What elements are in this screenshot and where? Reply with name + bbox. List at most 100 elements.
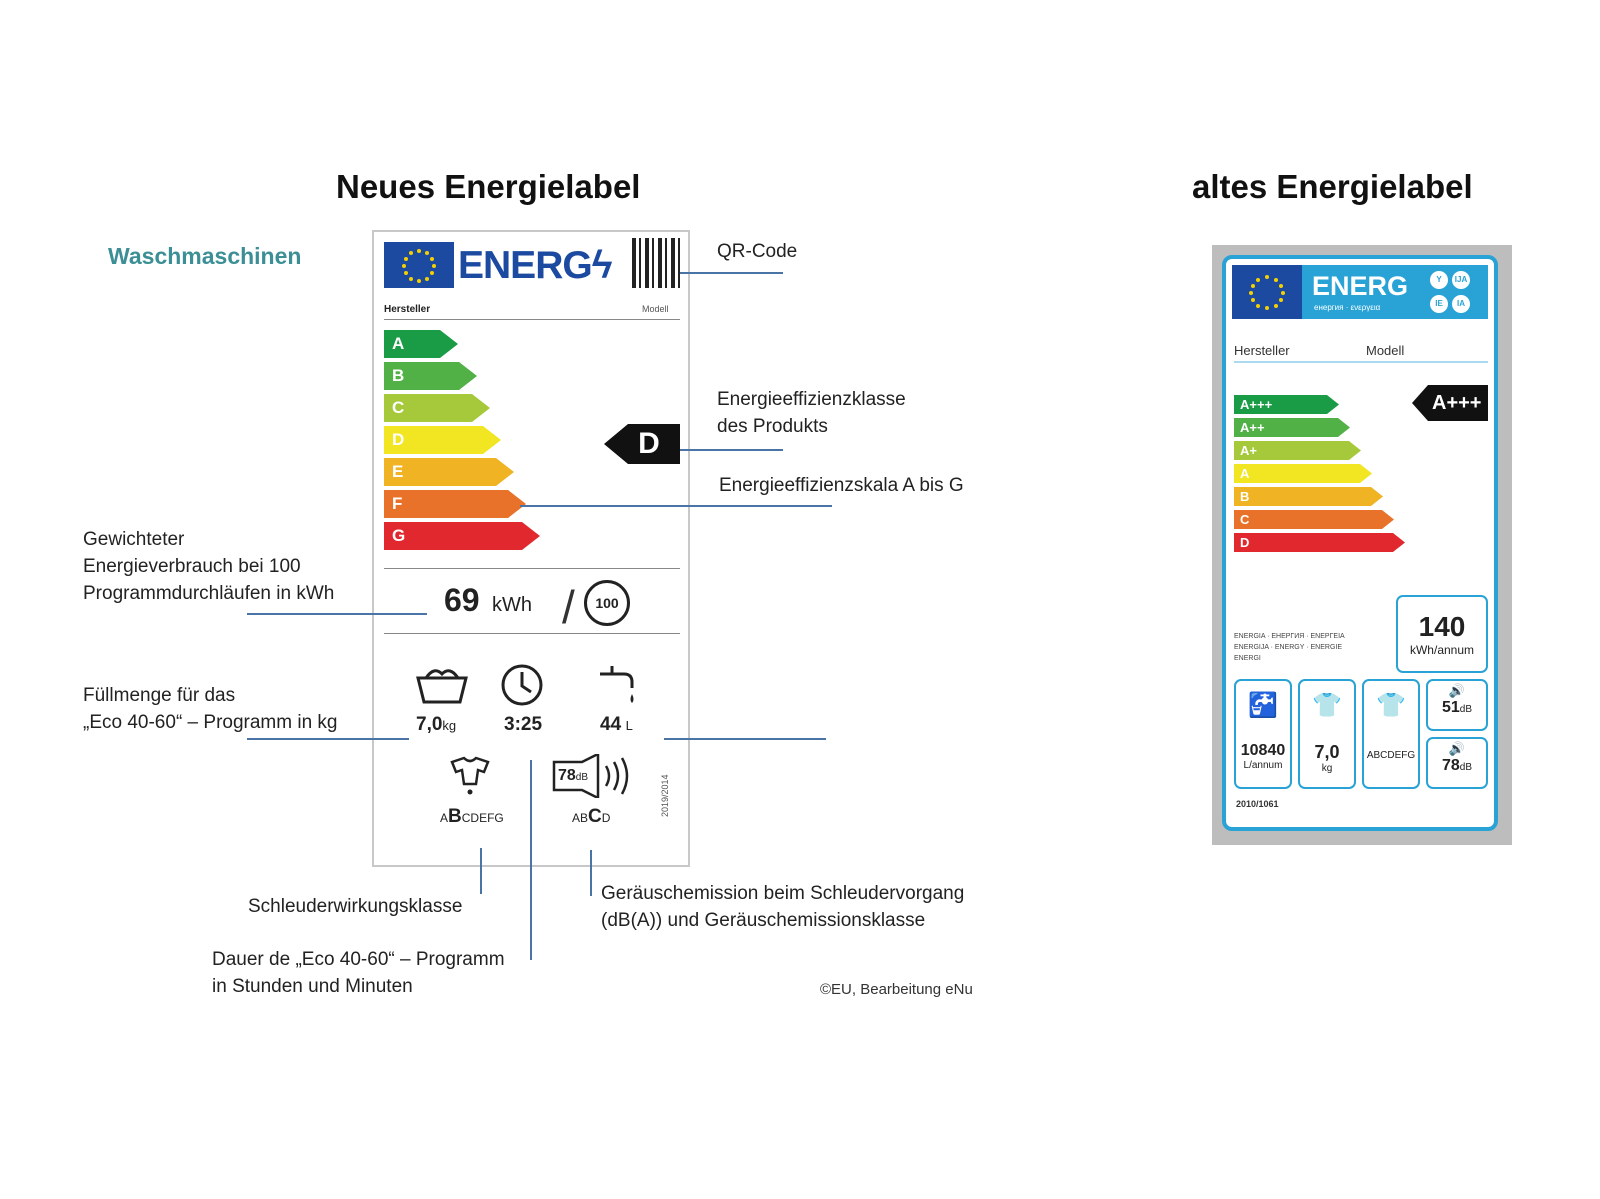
old-lang-badge-4: IA xyxy=(1452,295,1470,313)
old-water-value: 10840 xyxy=(1240,742,1286,759)
slash-divider: / xyxy=(562,581,575,633)
energy-divider-top xyxy=(384,568,680,569)
old-spin-box: 👕 ABCDEFG xyxy=(1362,679,1420,789)
old-capacity-box: 👕 7,0 kg xyxy=(1298,679,1356,789)
leader-spin-class xyxy=(480,848,482,894)
annotation-weighted-energy-line1: Gewichteter xyxy=(83,529,185,550)
old-energy-words: ENERGIA · ЕНЕРГИЯ · ΕΝΕΡΓΕΙΑ ENERGIJA · … xyxy=(1234,631,1345,664)
noise-unit: dB xyxy=(575,772,589,783)
old-label-heading: altes Energielabel xyxy=(1192,168,1473,205)
old-lang-badge-2: IJA xyxy=(1452,271,1470,289)
energy-consumption: 69 kWh / 100 xyxy=(444,580,684,633)
scale-bar-c: C xyxy=(384,394,490,422)
noise-class-scale: ABCD xyxy=(572,806,610,828)
annotation-capacity: Füllmenge für das „Eco 40-60“ – Programm… xyxy=(83,682,338,736)
scale-bar-a: A xyxy=(384,330,458,358)
water-tap-icon xyxy=(594,660,640,706)
old-energy-label: ENERG енергия · ενεργεια Y IJA IE IA Her… xyxy=(1212,245,1512,845)
old-energy-words-line2: ENERGIJA · ENERGY · ENERGIE xyxy=(1234,644,1343,651)
water: 44 L xyxy=(600,714,633,736)
old-header-band: ENERG енергия · ενεργεια Y IJA IE IA xyxy=(1232,265,1488,319)
efficiency-scale: A B C D E F G xyxy=(384,330,544,560)
old-header-divider xyxy=(1234,361,1488,363)
old-noise-wash-value: 51 xyxy=(1441,699,1460,716)
old-energy-word: ENERG xyxy=(1312,271,1409,301)
annotation-capacity-line2: „Eco 40-60“ – Programm in kg xyxy=(83,712,338,733)
noise-scale-active: C xyxy=(588,806,602,827)
water-value: 44 xyxy=(600,714,622,735)
old-scale-bar-a: A xyxy=(1234,464,1372,483)
scale-bar-f: F xyxy=(384,490,526,518)
clock-icon xyxy=(500,662,546,708)
capacity-icon xyxy=(414,664,470,704)
old-noise-wash-unit: dB xyxy=(1459,704,1473,715)
noise-scale-pre: AB xyxy=(572,811,589,825)
regulation-number: 2019/2014 xyxy=(660,774,670,817)
leader-qr-code xyxy=(680,272,783,274)
scale-bar-b: B xyxy=(384,362,477,390)
old-noise-spin-unit: dB xyxy=(1459,762,1473,773)
old-scale-bar-d: D xyxy=(1234,533,1405,552)
qr-code-icon xyxy=(632,238,682,288)
product-class-arrow: D xyxy=(604,424,680,464)
annotation-efficiency-class-line2: des Produkts xyxy=(717,416,828,437)
old-label-frame: ENERG енергия · ενεργεια Y IJA IE IA Her… xyxy=(1222,255,1498,831)
old-capacity-value: 7,0 xyxy=(1314,742,1340,762)
old-efficiency-scale: A+++ A++ A+ A B C D xyxy=(1234,395,1414,555)
old-speaker-spin-icon: 🔊 xyxy=(1448,741,1466,756)
old-noise-wash: 51dB xyxy=(1428,699,1486,717)
old-scale-bar-a1: A+ xyxy=(1234,441,1361,460)
noise-scale-post: D xyxy=(601,811,611,825)
spin-scale-pre: A xyxy=(440,811,449,825)
scale-bar-g: G xyxy=(384,522,540,550)
lightning-icon: ϟ xyxy=(591,244,613,287)
water-unit: L xyxy=(625,718,633,733)
old-energy-words-line1: ENERGIA · ЕНЕРГИЯ · ΕΝΕΡΓΕΙΑ xyxy=(1234,633,1345,640)
noise-value: 78 xyxy=(558,767,576,784)
leader-capacity xyxy=(247,738,409,740)
annotation-efficiency-scale: Energieeffizienzskala A bis G xyxy=(719,475,964,496)
old-energy-words-line3: ENERGI xyxy=(1234,655,1261,662)
old-water-box: 🚰 10840 L/annum xyxy=(1234,679,1292,789)
old-scale-bar-a3: A+++ xyxy=(1234,395,1339,414)
old-scale-bar-c: C xyxy=(1234,510,1394,529)
annotation-duration-line1: Dauer de „Eco 40-60“ – Programm xyxy=(212,949,505,970)
capacity: 7,0kg xyxy=(416,714,456,736)
annotation-noise-line1: Geräuschemission beim Schleudervorgang xyxy=(601,883,965,904)
old-spin-scale: ABCDEFG xyxy=(1366,750,1416,761)
annotation-duration: Dauer de „Eco 40-60“ – Programm in Stund… xyxy=(212,946,505,1000)
annotation-spin-class: Schleuderwirkungsklasse xyxy=(248,896,463,917)
leader-efficiency-scale xyxy=(520,505,832,507)
capacity-unit: kg xyxy=(442,718,457,733)
spin-shirt-icon xyxy=(446,754,494,798)
annotation-duration-line2: in Stunden und Minuten xyxy=(212,976,413,997)
spin-scale-active: B xyxy=(448,806,462,827)
annotation-qr-code: QR-Code xyxy=(717,241,798,262)
old-noise-spin-value: 78 xyxy=(1441,757,1460,774)
scale-bar-e: E xyxy=(384,458,514,486)
model-label: Modell xyxy=(642,304,669,314)
manufacturer-label: Hersteller xyxy=(384,304,431,315)
spin-scale-post: CDEFG xyxy=(461,811,504,825)
energy-divider-bottom xyxy=(384,633,680,634)
old-manufacturer-label: Hersteller xyxy=(1234,343,1290,358)
leader-weighted-energy xyxy=(247,613,427,615)
old-lang-badge-3: IE xyxy=(1430,295,1448,313)
energy-word: ENERG xyxy=(458,244,593,287)
old-energy-sub: енергия · ενεργεια xyxy=(1314,303,1381,312)
category-title: Waschmaschinen xyxy=(108,243,302,269)
old-model-label: Modell xyxy=(1366,343,1405,358)
annotation-noise-line2: (dB(A)) und Geräuschemissionsklasse xyxy=(601,910,926,931)
image-credit: ©EU, Bearbeitung eNu xyxy=(820,981,973,998)
energy-unit: kWh xyxy=(492,594,533,616)
scale-bar-d: D xyxy=(384,426,501,454)
noise: 78dB xyxy=(558,767,588,785)
old-noise-spin: 78dB xyxy=(1428,757,1486,775)
old-spin-shirt-icon: 👕 xyxy=(1376,692,1406,719)
old-water-tap-icon: 🚰 xyxy=(1248,692,1278,719)
leader-noise xyxy=(590,850,592,896)
old-scale-bar-b: B xyxy=(1234,487,1383,506)
leader-efficiency-class xyxy=(680,449,783,451)
old-capacity-unit: kg xyxy=(1321,763,1333,774)
annotation-weighted-energy-line2: Energieverbrauch bei 100 xyxy=(83,556,301,577)
